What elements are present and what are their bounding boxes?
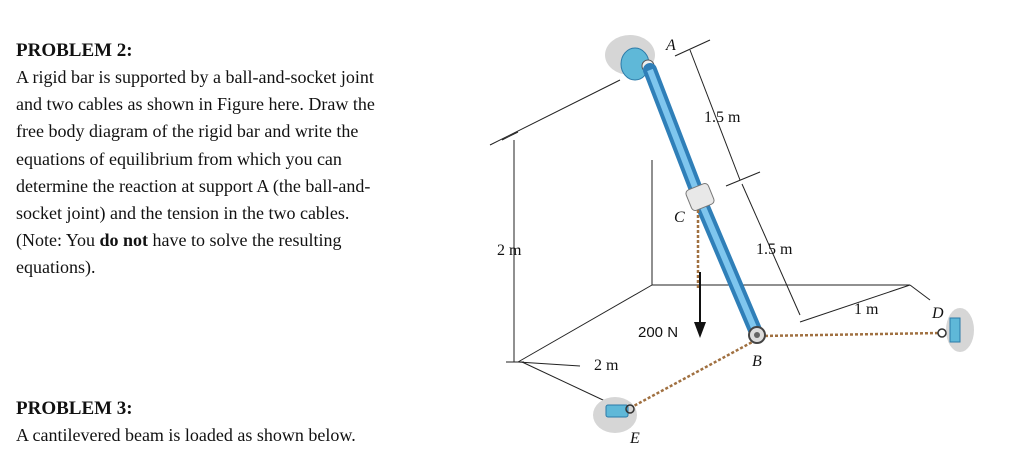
dim-cb-label: 1.5 m <box>756 241 793 258</box>
problem-2-line-6: socket joint) and the tension in the two… <box>16 203 350 224</box>
bd-dimension-line <box>799 284 911 323</box>
problem-2-line-3: free body diagram of the rigid bar and w… <box>16 121 359 142</box>
problem-3-text: A cantilevered beam is loaded as shown b… <box>16 425 356 445</box>
ac-dimension-line <box>689 49 741 181</box>
anchor-e <box>593 397 637 433</box>
ac-tick-mid <box>725 171 761 187</box>
load-label: 200 N <box>638 324 678 341</box>
problem-3-heading: PROBLEM 3: <box>16 398 133 419</box>
anchor-d <box>937 308 974 352</box>
problem-2-line-2: and two cables as shown in Figure here. … <box>16 94 375 115</box>
problem-2-line-4: equations of equilibrium from which you … <box>16 148 342 169</box>
anchor-d-eye <box>937 328 947 338</box>
dim-depth-label: 2 m <box>594 357 619 374</box>
joint-b <box>748 326 766 344</box>
problem-2-line-1: A rigid bar is supported by a ball-and-s… <box>16 67 374 87</box>
load-arrow-head <box>694 322 706 338</box>
problem-2-heading: PROBLEM 2: <box>16 40 133 61</box>
note-prefix: (Note: You <box>16 230 100 251</box>
label-d: D <box>931 305 944 322</box>
support-a-ball-socket <box>605 35 655 81</box>
wall-top-edge <box>489 79 621 146</box>
label-c: C <box>674 209 685 226</box>
problem-2-note-line: (Note: You do not have to solve the resu… <box>16 227 466 254</box>
rigid-bar-figure: A C B D E 1.5 m 1.5 m 2 m 2 m 1 m 200 N <box>489 35 974 447</box>
cables <box>629 210 941 410</box>
problem-2: PROBLEM 2: A rigid bar is supported by a… <box>16 38 466 282</box>
problem-2-line-8: equations). <box>16 257 96 278</box>
label-a: A <box>665 37 676 54</box>
label-b: B <box>752 353 762 370</box>
anchor-e-eye <box>625 404 635 414</box>
height-reference-top <box>501 131 519 141</box>
anchor-d-plate <box>949 317 961 343</box>
depth-extension <box>517 361 581 367</box>
bd-tick-end <box>909 284 931 301</box>
cable-be <box>629 338 757 410</box>
collar-c <box>685 183 715 211</box>
rigid-bar <box>643 63 762 337</box>
problem-3: PROBLEM 3: A cantilevered beam is loaded… <box>16 396 466 449</box>
bar-segment-ac-highlight <box>647 68 703 202</box>
floor-edge-left <box>517 284 653 363</box>
load-arrow <box>694 272 706 338</box>
note-suffix: have to solve the resulting <box>148 230 342 251</box>
dim-height-label: 2 m <box>497 242 522 259</box>
cable-bd <box>759 331 941 338</box>
label-e: E <box>629 430 640 447</box>
ac-tick-top <box>674 39 711 57</box>
cb-dimension-line <box>741 183 801 316</box>
dim-bd-label: 1 m <box>854 301 879 318</box>
joint-b-pin <box>754 332 760 338</box>
reference-frame <box>489 39 931 409</box>
dim-ac-label: 1.5 m <box>704 109 741 126</box>
bar-segment-cb-highlight <box>697 198 758 332</box>
problem-2-line-5: determine the reaction at support A (the… <box>16 175 371 196</box>
note-emphasis: do not <box>99 230 149 251</box>
anchor-e-plate <box>605 404 629 418</box>
